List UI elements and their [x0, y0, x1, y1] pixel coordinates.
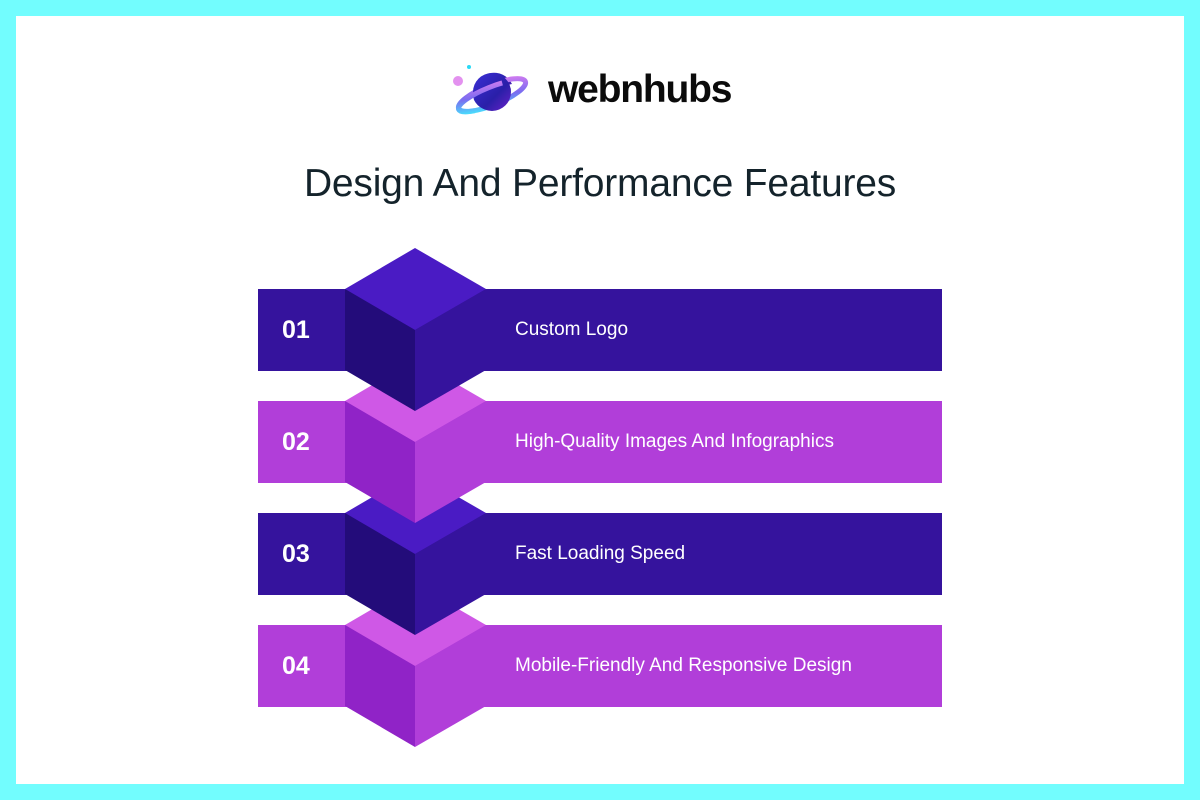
brand-name: webnhubs — [548, 68, 732, 111]
feature-row-3: 03 Fast Loading Speed — [258, 513, 942, 595]
feature-number: 02 — [282, 428, 310, 456]
feature-label: High-Quality Images And Infographics — [515, 431, 834, 452]
feature-label: Mobile-Friendly And Responsive Design — [515, 655, 852, 676]
feature-label: Fast Loading Speed — [515, 543, 686, 564]
feature-row-1: 01 Custom Logo — [258, 289, 942, 371]
feature-number: 03 — [282, 540, 310, 568]
page-title: Design And Performance Features — [303, 162, 897, 205]
feature-label: Custom Logo — [515, 319, 629, 340]
brand-logo: webnhubs — [452, 62, 752, 118]
feature-row-4: 04 Mobile-Friendly And Responsive Design — [258, 625, 942, 707]
feature-number: 01 — [282, 316, 310, 344]
feature-row-2: 02 High-Quality Images And Infographics — [258, 401, 942, 483]
planet-icon — [453, 65, 529, 115]
feature-number: 04 — [282, 652, 310, 680]
